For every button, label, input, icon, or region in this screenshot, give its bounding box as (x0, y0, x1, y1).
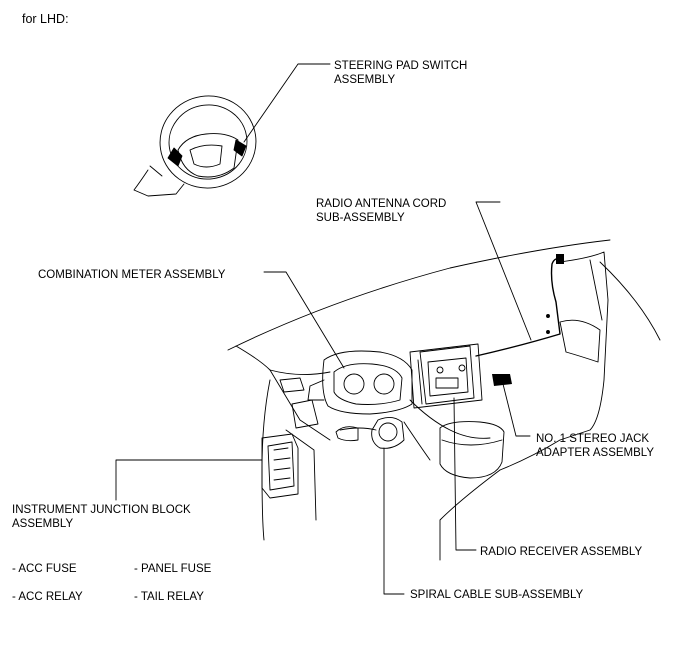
label-combination-meter: COMBINATION METER ASSEMBLY (38, 269, 226, 281)
label-radio-antenna-cord: RADIO ANTENNA CORD SUB-ASSEMBLY (316, 198, 447, 224)
steering-wheel-illustration (133, 95, 257, 197)
junction-block-illustration (261, 433, 299, 499)
label-radio-receiver: RADIO RECEIVER ASSEMBLY (480, 546, 643, 558)
antenna-cord-illustration (475, 257, 563, 357)
page-heading: for LHD: (22, 12, 69, 26)
dashboard-illustration (227, 239, 661, 561)
label-steering-pad-switch: STEERING PAD SWITCH ASSEMBLY (334, 60, 468, 86)
label-instrument-junction-block: INSTRUMENT JUNCTION BLOCK ASSEMBLY (12, 504, 191, 530)
relay-tail-relay: - TAIL RELAY (134, 591, 204, 603)
label-spiral-cable: SPIRAL CABLE SUB-ASSEMBLY (410, 589, 584, 601)
label-stereo-jack-adapter: NO. 1 STEREO JACK ADAPTER ASSEMBLY (536, 433, 655, 459)
leader-lines (115, 63, 532, 595)
fuse-panel-fuse: - PANEL FUSE (134, 563, 212, 575)
relay-acc-relay: - ACC RELAY (12, 591, 83, 603)
fuse-acc-fuse: - ACC FUSE (12, 563, 77, 575)
